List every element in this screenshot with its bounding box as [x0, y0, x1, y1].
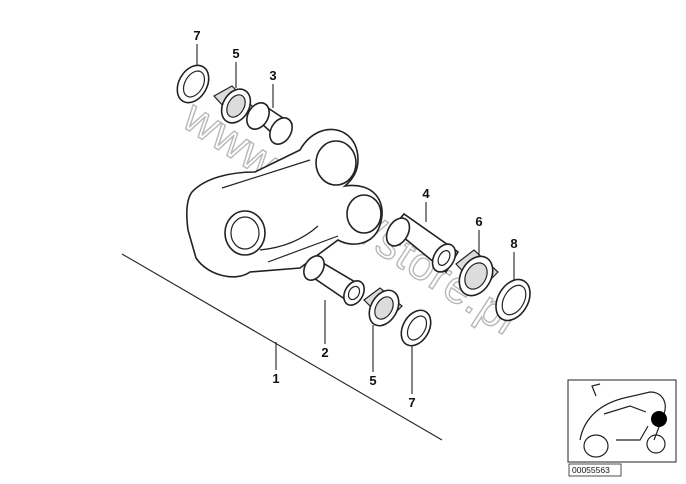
callout-6: 6: [475, 214, 482, 229]
callout-7-top: 7: [193, 28, 200, 43]
sleeve-long: [385, 212, 460, 274]
callout-7-bottom: 7: [408, 395, 415, 410]
callout-3: 3: [269, 68, 276, 83]
leader-lines: [196, 44, 515, 394]
needle-bearing-large: [455, 249, 499, 297]
reference-number: 00055563: [572, 465, 610, 475]
callout-8: 8: [510, 236, 517, 251]
callout-2: 2: [321, 345, 328, 360]
bushing-top: [246, 102, 294, 145]
callout-4: 4: [422, 186, 430, 201]
callout-5-bottom: 5: [369, 373, 376, 388]
seal-ring-right: [495, 278, 531, 322]
vehicle-thumbnail: 00055563: [567, 379, 677, 477]
axis-line: [121, 253, 443, 441]
seal-ring-bottom: [400, 309, 432, 347]
seal-ring-top: [176, 64, 210, 104]
needle-bearing-bottom: [363, 287, 403, 327]
link-lever: [186, 128, 383, 278]
callout-1: 1: [272, 371, 279, 386]
callout-5-top: 5: [232, 46, 239, 61]
bushing-short: [303, 255, 365, 306]
location-marker: [651, 411, 667, 427]
